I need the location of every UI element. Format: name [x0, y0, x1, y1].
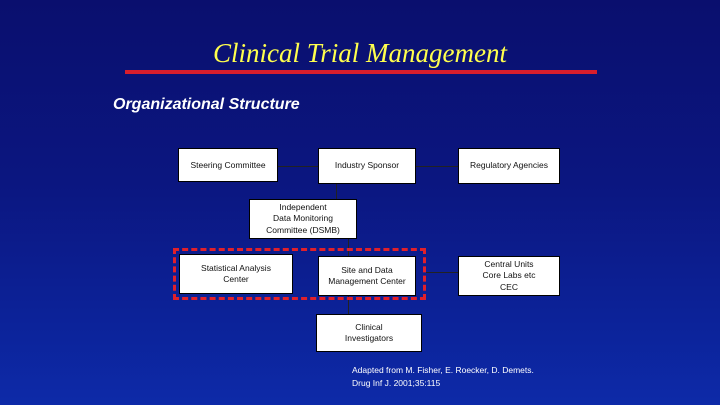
- central-units-label: Central Units Core Labs etc CEC: [482, 258, 536, 292]
- highlight-frame: [173, 248, 426, 300]
- site-data-management-label: Site and Data Management Center: [328, 264, 406, 287]
- connector-sitedata-central: [426, 272, 458, 273]
- box-dsmb: Independent Data Monitoring Committee (D…: [249, 199, 357, 239]
- connector-steering-sponsor: [278, 166, 318, 167]
- connector-sitedata-investigators: [348, 296, 349, 314]
- box-clinical-investigators: Clinical Investigators: [316, 314, 422, 352]
- box-statistical-analysis-center: Statistical Analysis Center: [179, 254, 293, 294]
- connector-sponsor-regulatory: [416, 166, 458, 167]
- dsmb-label: Independent Data Monitoring Committee (D…: [266, 201, 340, 235]
- connector-dsmb-sitedata: [348, 239, 349, 256]
- regulatory-agencies-label: Regulatory Agencies: [470, 160, 548, 171]
- connector-sponsor-dsmb: [336, 182, 337, 200]
- box-industry-sponsor: Industry Sponsor: [318, 148, 416, 184]
- box-regulatory-agencies: Regulatory Agencies: [458, 148, 560, 184]
- clinical-investigators-label: Clinical Investigators: [344, 321, 394, 344]
- statistical-analysis-center-label: Statistical Analysis Center: [201, 262, 271, 285]
- title-underline: [125, 70, 597, 74]
- industry-sponsor-label: Industry Sponsor: [334, 160, 400, 171]
- box-central-units: Central Units Core Labs etc CEC: [458, 256, 560, 296]
- steering-committee-label: Steering Committee: [190, 160, 266, 170]
- box-site-data-management: Site and Data Management Center: [318, 256, 416, 296]
- slide-title: Clinical Trial Management: [213, 38, 507, 68]
- slide-subtitle: Organizational Structure: [113, 96, 300, 113]
- box-steering-committee: Steering Committee: [178, 148, 278, 182]
- citation: Adapted from M. Fisher, E. Roecker, D. D…: [352, 365, 534, 388]
